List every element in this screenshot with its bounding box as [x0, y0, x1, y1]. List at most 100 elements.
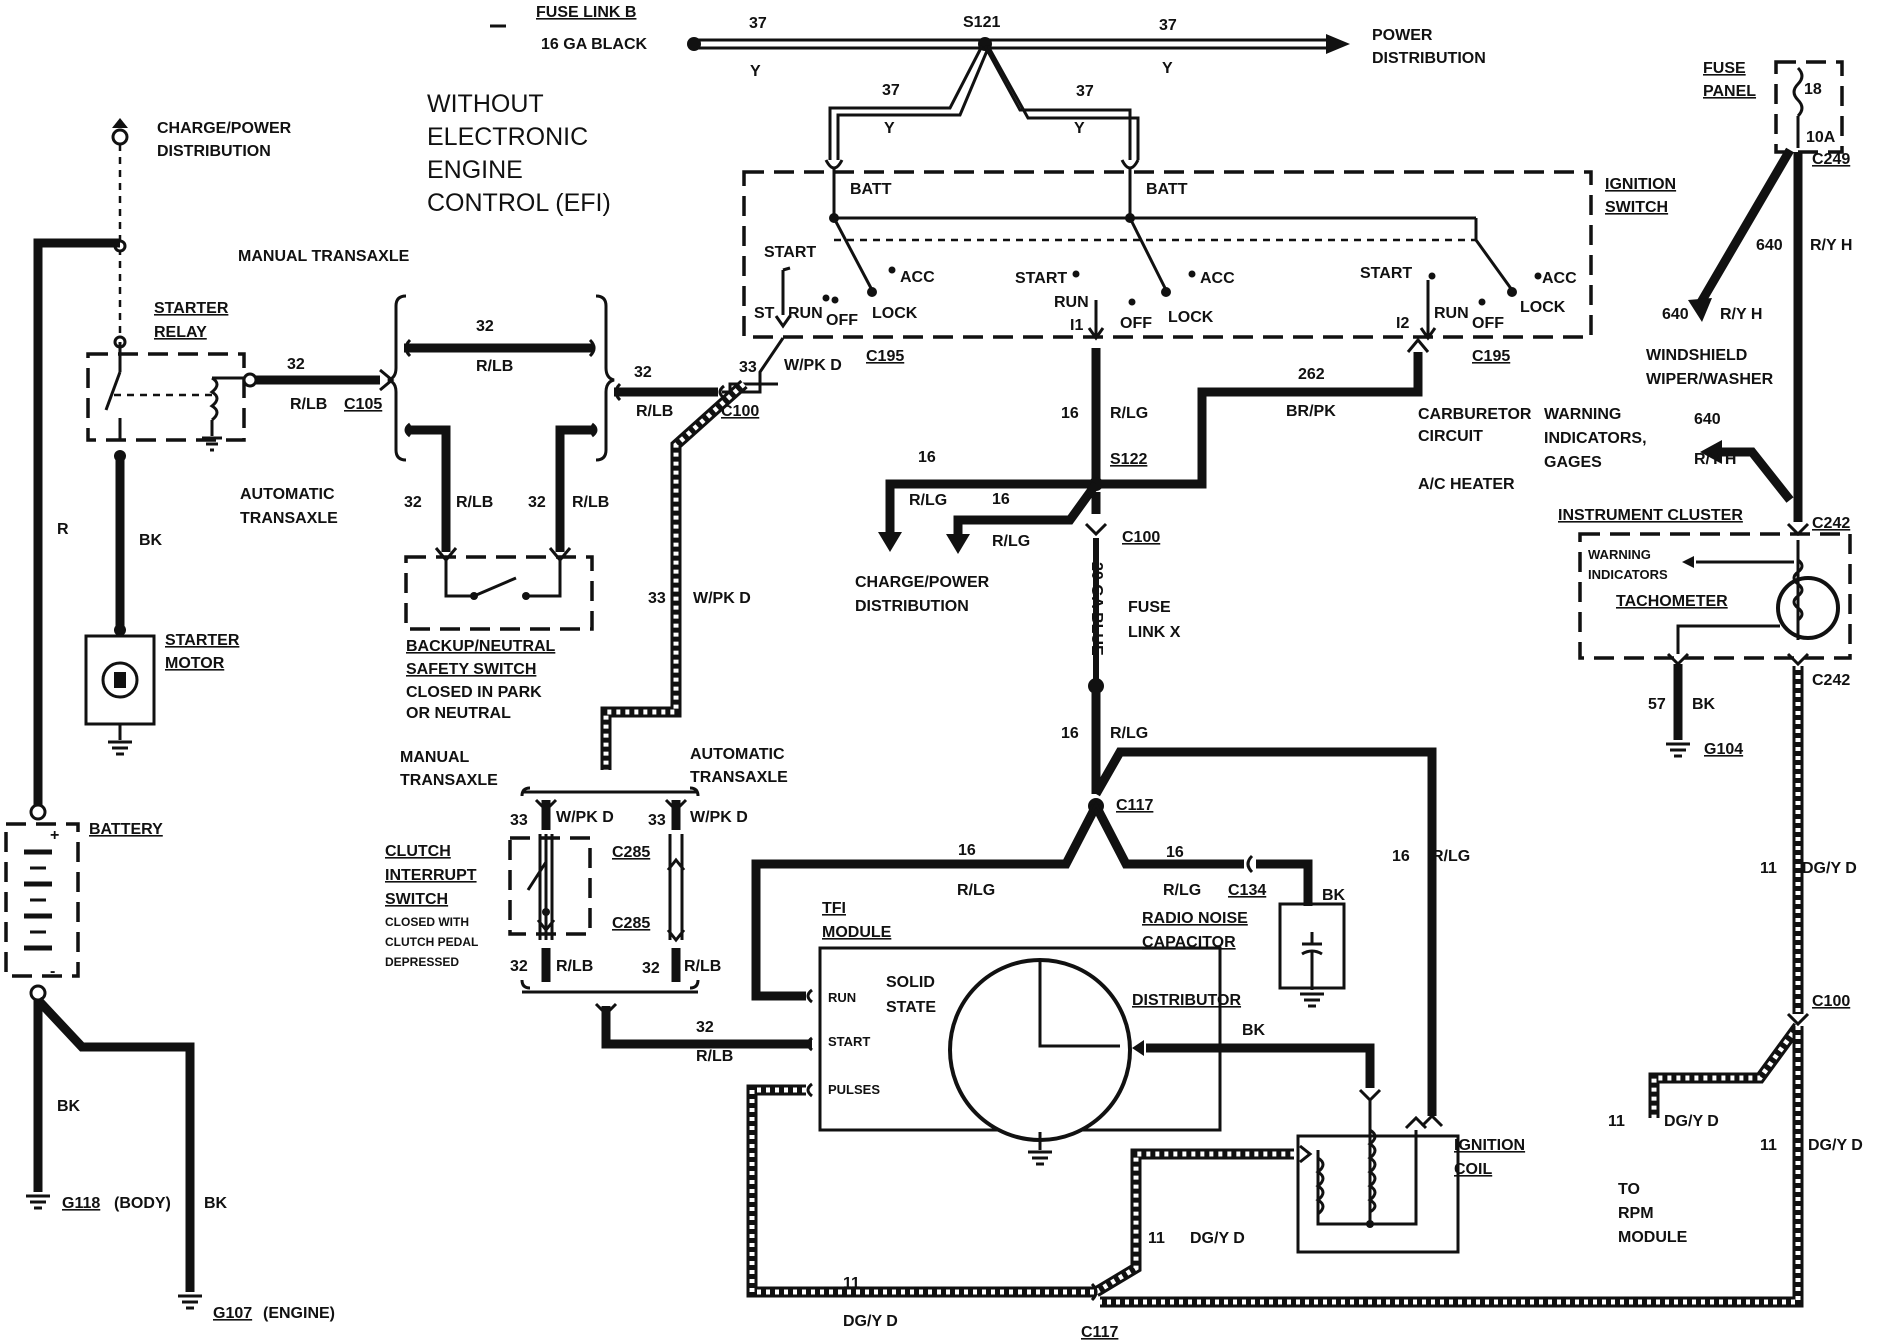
clutch-switch-label: CLOSED WITH — [385, 915, 469, 929]
tfi-module-label: TFI — [822, 900, 846, 917]
wire-color-rlg-label: R/LG — [1110, 725, 1148, 742]
wire-color-ryh-label: R/Y H — [1694, 451, 1736, 468]
wire-color-bk-label: BK — [204, 1195, 228, 1212]
manual-transaxle-label: MANUAL TRANSAXLE — [238, 248, 410, 265]
tfi-pulses-terminal: PULSES — [828, 1082, 880, 1097]
wire-33-label: 33 — [739, 359, 757, 376]
wire-color-bk-label: BK — [1242, 1022, 1266, 1039]
battery-plus: + — [50, 827, 59, 844]
connector-c249-label: C249 — [1812, 151, 1850, 168]
ga-black-label: 16 GA BLACK — [541, 36, 648, 53]
wire-37-label: 37 — [749, 15, 767, 32]
diagram-title: ENGINE — [427, 156, 523, 184]
wire-640-label: 640 — [1662, 306, 1689, 323]
wire-color-wpkd-label: W/PK D — [690, 809, 748, 826]
connector-c195-label: C195 — [1472, 348, 1510, 365]
wire-color-ryh-label: R/Y H — [1720, 306, 1762, 323]
wire-640-label: 640 — [1694, 411, 1721, 428]
ground-icon — [178, 1294, 202, 1310]
ground-icon — [26, 1194, 50, 1210]
wire-color-rlg-label: R/LG — [1110, 405, 1148, 422]
switch-acc-label: ACC — [1200, 270, 1235, 287]
rpm-module-label: MODULE — [1618, 1229, 1688, 1246]
starter-motor-label: STARTER — [165, 632, 240, 649]
wire-color-brpk-label: BR/PK — [1286, 403, 1336, 420]
ground-g118-label: (BODY) — [114, 1195, 171, 1212]
connector-c100-label: C100 — [1812, 993, 1850, 1010]
connector-c100-label: C100 — [1122, 529, 1160, 546]
wire-color-rlg-label: R/LG — [1432, 848, 1470, 865]
charge-power-label: CHARGE/POWER — [855, 574, 990, 591]
ignition-coil-label: COIL — [1454, 1161, 1492, 1178]
clutch-switch-label: INTERRUPT — [385, 867, 477, 884]
wire-11-label: 11 — [1608, 1113, 1625, 1130]
connector-c195-label: C195 — [866, 348, 904, 365]
warning-indicators-label: GAGES — [1544, 454, 1602, 471]
warning-indicators-label: WARNING — [1588, 547, 1651, 562]
wire-color-rlb-label: R/LB — [476, 358, 513, 375]
switch-off-label: OFF — [1472, 315, 1504, 332]
wire-color-y-label: Y — [1074, 120, 1085, 137]
battery-label: BATTERY — [89, 821, 163, 838]
starter-relay-label: RELAY — [154, 324, 207, 341]
fuse-link-gauge-label: 20 GA BLUE — [1088, 562, 1105, 656]
ac-heater-label: A/C HEATER — [1418, 476, 1515, 493]
tachometer-label: TACHOMETER — [1616, 593, 1728, 610]
connector-c117-label: C117 — [1116, 797, 1153, 814]
fuse-link-b-feed — [490, 24, 1350, 160]
wire-32-label: 32 — [696, 1019, 714, 1036]
carburetor-label: CARBURETOR — [1418, 406, 1532, 423]
diagram-title: ELECTRONIC — [427, 123, 588, 151]
connector-c105-label: C105 — [344, 396, 382, 413]
wire-33-label: 33 — [648, 812, 666, 829]
instrument-circuit — [1100, 60, 1852, 1308]
automatic-transaxle-label: AUTOMATIC — [240, 486, 335, 503]
wire-color-ryh-label: R/Y H — [1810, 237, 1852, 254]
distributor-label: DISTRIBUTOR — [1132, 992, 1241, 1009]
backup-switch-label: BACKUP/NEUTRAL — [406, 638, 556, 655]
starter-motor-label: MOTOR — [165, 655, 225, 672]
wire-32-label: 32 — [476, 318, 494, 335]
warning-indicators-label: WARNING — [1544, 406, 1621, 423]
wire-33-label: 33 — [648, 590, 666, 607]
power-distribution-label: POWER — [1372, 27, 1433, 44]
automatic-transaxle-label: TRANSAXLE — [240, 510, 338, 527]
clutch-switch-label: DEPRESSED — [385, 955, 459, 969]
ground-g107-label: (ENGINE) — [263, 1305, 335, 1322]
wire-11-label: 11 — [843, 1275, 860, 1292]
connector-c100-label: C100 — [721, 403, 759, 420]
backup-switch-label: CLOSED IN PARK — [406, 684, 542, 701]
wire-color-rlb-label: R/LB — [684, 958, 721, 975]
switch-run-label: RUN — [788, 305, 823, 322]
switch-st-label: ST — [754, 305, 775, 322]
wire-32-label: 32 — [404, 494, 422, 511]
wire-32-label: 32 — [642, 960, 660, 977]
wire-color-wpkd-label: W/PK D — [693, 590, 751, 607]
connector-c134-label: C134 — [1228, 882, 1266, 899]
warning-indicators-label: INDICATORS, — [1544, 430, 1647, 447]
wire-37-label: 37 — [1076, 83, 1094, 100]
charge-power-label: CHARGE/POWER — [157, 120, 292, 137]
switch-acc-label: ACC — [900, 269, 935, 286]
switch-start-label: START — [764, 244, 816, 261]
ignition-switch-label: IGNITION — [1605, 176, 1676, 193]
wire-color-dgyd-label: DG/Y D — [1190, 1230, 1245, 1247]
wire-32-label: 32 — [634, 364, 652, 381]
switch-i1-label: I1 — [1070, 317, 1083, 334]
fuse-link-b-label: FUSE LINK B — [536, 4, 636, 21]
batt-terminal-label: BATT — [850, 181, 892, 198]
automatic-transaxle-label: TRANSAXLE — [690, 769, 788, 786]
connector-c242-label: C242 — [1812, 515, 1850, 532]
manual-transaxle-label: TRANSAXLE — [400, 772, 498, 789]
fuse-panel-label: FUSE — [1703, 60, 1746, 77]
wire-57-label: 57 — [1648, 696, 1666, 713]
radio-capacitor-label: CAPACITOR — [1142, 934, 1236, 951]
diagram-title: CONTROL (EFI) — [427, 189, 611, 217]
switch-off-label: OFF — [1120, 315, 1152, 332]
rpm-module-label: RPM — [1618, 1205, 1654, 1222]
wire-color-wpkd-label: W/PK D — [784, 357, 842, 374]
wire-37-label: 37 — [882, 82, 900, 99]
tfi-run-terminal: RUN — [828, 990, 856, 1005]
clutch-switch-label: SWITCH — [385, 891, 448, 908]
